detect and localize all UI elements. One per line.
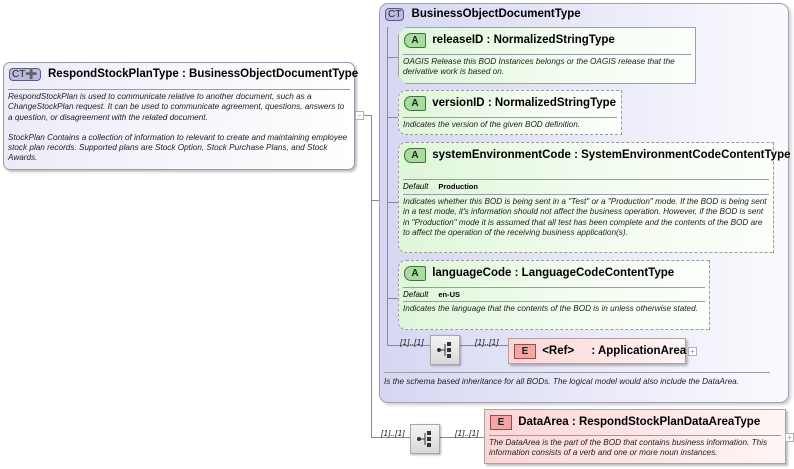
element-cardinality: [1]..[1] [475,337,499,347]
base-complex-type[interactable]: CT BusinessObjectDocumentType A releaseI… [379,3,791,403]
sequence-compositor-icon[interactable] [430,335,460,365]
root-type-header: CT➕ RespondStockPlanType : BusinessObjec… [9,68,358,81]
attribute-doc: OAGIS Release this BOD Instances belongs… [403,57,675,77]
attribute-languageCode[interactable]: A languageCode : LanguageCodeContentType… [398,260,710,330]
base-type-header: CT BusinessObjectDocumentType [385,8,581,21]
attribute-icon: A [404,96,426,111]
root-base-type: BusinessObjectDocumentType [189,68,359,80]
complex-type-icon: CT [385,8,405,21]
sequence-compositor-icon[interactable] [410,424,440,454]
attribute-versionID[interactable]: A versionID : NormalizedStringType Indic… [398,90,622,135]
root-documentation: RespondStockPlan is used to communicate … [8,92,348,163]
base-type-documentation: Is the schema based inheritance for all … [384,377,739,386]
root-type-name: RespondStockPlanType [48,68,179,80]
element-applicationArea-ref[interactable]: E <Ref> : ApplicationArea [508,338,686,364]
complex-type-extension-icon: CT➕ [9,68,41,81]
expand-toggle[interactable]: + [785,433,794,442]
attribute-doc: Indicates the version of the given BOD d… [403,120,581,129]
attribute-releaseID[interactable]: A releaseID : NormalizedStringType OAGIS… [398,27,696,84]
base-type-name: BusinessObjectDocumentType [411,8,581,20]
element-icon: E [514,344,536,359]
expand-toggle[interactable]: + [688,347,697,356]
attribute-doc: Indicates the language that the contents… [403,304,698,313]
attribute-icon: A [404,266,426,281]
collapse-toggle[interactable]: − [355,111,364,120]
element-dataArea[interactable]: E DataArea : RespondStockPlanDataAreaTyp… [484,409,786,464]
sequence-cardinality: [1]..[1] [400,337,424,347]
sequence-cardinality: [1]..[1] [381,428,405,438]
root-complex-type[interactable]: CT➕ RespondStockPlanType : BusinessObjec… [3,62,358,170]
element-cardinality: [1]..[1] [455,428,479,438]
element-doc: The DataArea is the part of the BOD that… [489,438,768,458]
attribute-doc: Indicates whether this BOD is being sent… [403,197,767,237]
element-icon: E [490,415,512,430]
attribute-systemEnvironmentCode[interactable]: A systemEnvironmentCode : SystemEnvironm… [398,142,791,253]
attribute-icon: A [404,33,426,48]
attribute-icon: A [404,148,426,163]
